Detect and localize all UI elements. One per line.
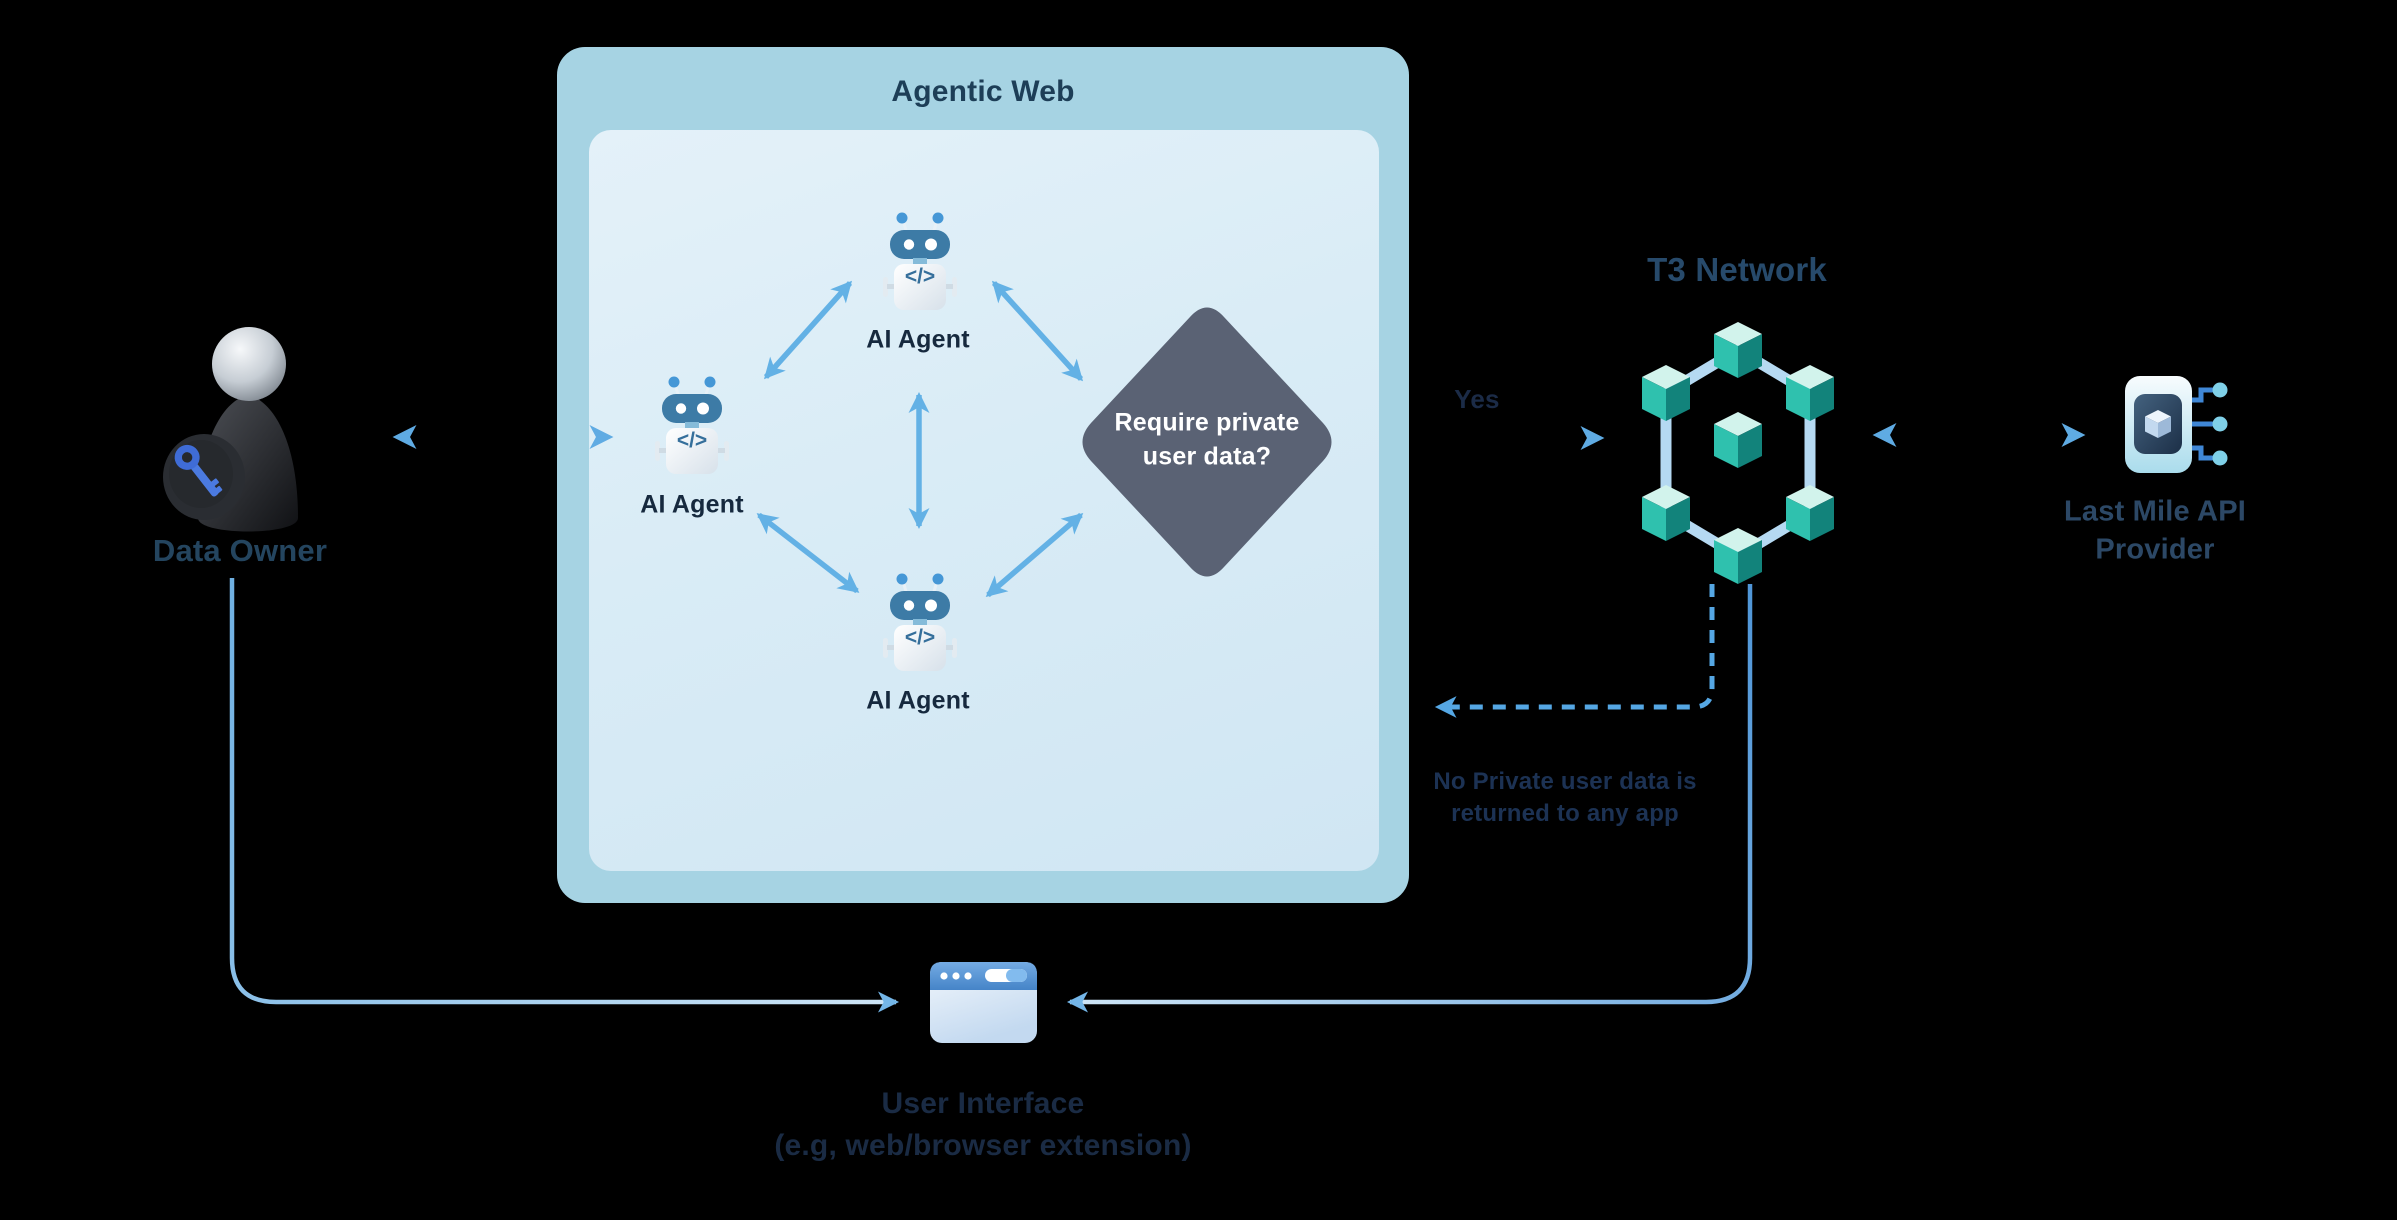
arrow-top-agent-diamond bbox=[991, 280, 1084, 382]
yes-label: Yes bbox=[1454, 384, 1500, 415]
decision-text-line2: user data? bbox=[1142, 442, 1272, 471]
robot-icon-left bbox=[653, 375, 731, 476]
robot-icon-top bbox=[881, 211, 959, 312]
robot-code-glyph: </> bbox=[905, 626, 935, 649]
data-owner-label: Data Owner bbox=[152, 533, 328, 569]
line-t3-to-ui bbox=[1066, 584, 1753, 1013]
user-interface-label-line1: User Interface bbox=[881, 1086, 1085, 1120]
api-provider-label-line1: Last Mile API bbox=[2063, 495, 2247, 528]
privacy-note-line1: No Private user data is bbox=[1433, 768, 1697, 796]
arrow-no-private-data-return bbox=[1434, 584, 1715, 718]
line-data-owner-to-ui bbox=[229, 578, 900, 1013]
agentic-web-title: Agentic Web bbox=[891, 74, 1075, 108]
ai-agent-label-left: AI Agent bbox=[640, 490, 744, 519]
arrow-left-agent-bottom-agent bbox=[756, 512, 860, 594]
key-icon bbox=[174, 444, 223, 497]
robot-icon-bottom bbox=[881, 572, 959, 673]
ai-agent-label-top: AI Agent bbox=[866, 325, 970, 354]
decision-diamond bbox=[1082, 307, 1332, 577]
agent-mesh-arrows bbox=[756, 280, 1084, 598]
ai-agent-label-bottom: AI Agent bbox=[866, 686, 970, 715]
circuit-traces-icon bbox=[2189, 387, 2215, 461]
arrow-bottom-agent-diamond bbox=[985, 512, 1084, 598]
data-owner-icon bbox=[163, 327, 298, 532]
user-interface-label-line2: (e.g, web/browser extension) bbox=[774, 1128, 1192, 1162]
robot-code-glyph: </> bbox=[677, 429, 707, 452]
decision-text-line1: Require private bbox=[1114, 408, 1300, 437]
robot-code-glyph: </> bbox=[905, 265, 935, 288]
arrow-left-agent-top-agent bbox=[763, 280, 853, 380]
privacy-note-line2: returned to any app bbox=[1451, 800, 1679, 828]
cube-icon bbox=[2145, 410, 2171, 438]
t3-network-icon bbox=[1642, 322, 1834, 584]
api-provider-label-line2: Provider bbox=[2095, 533, 2215, 566]
t3-network-label: T3 Network bbox=[1647, 251, 1827, 289]
browser-window-icon bbox=[930, 962, 1037, 1043]
api-provider-icon bbox=[2125, 376, 2228, 473]
